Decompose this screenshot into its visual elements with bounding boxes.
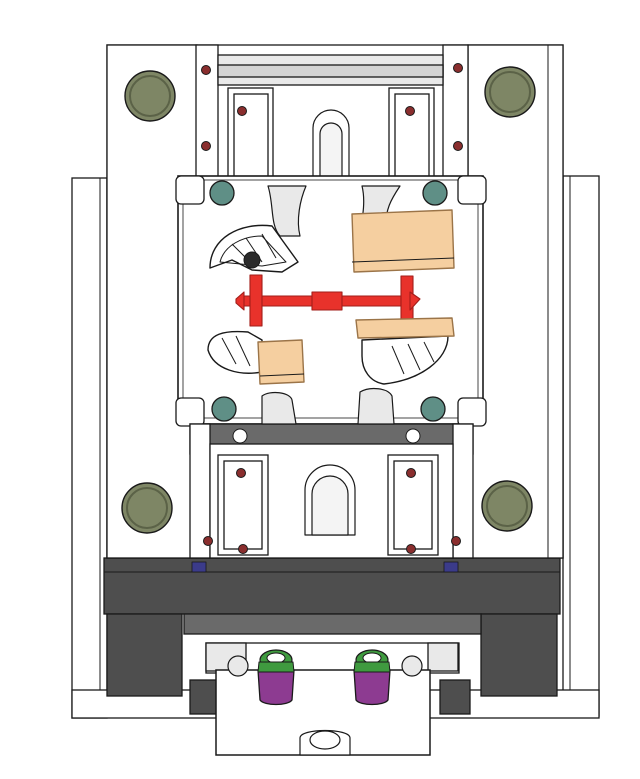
insert-corner-lug xyxy=(175,175,205,205)
part-rib xyxy=(221,337,237,365)
part-rib xyxy=(391,345,405,375)
socket-screw xyxy=(201,141,211,151)
lower-left-slider-block xyxy=(257,339,305,385)
center-support-rail xyxy=(183,613,482,635)
socket-screw xyxy=(453,63,463,73)
part-rib xyxy=(423,341,435,363)
lower-sprue-slot-inner xyxy=(311,475,349,536)
lower-left-core-pillar xyxy=(261,391,297,425)
guide-pillar-ring xyxy=(129,75,171,117)
insert-corner-lug xyxy=(457,397,487,427)
part-rib xyxy=(235,335,251,367)
guide-pillar xyxy=(484,66,536,118)
socket-screw xyxy=(237,106,247,116)
upper-slider-edge xyxy=(351,257,455,263)
socket-screw xyxy=(453,141,463,151)
cooling-nozzle-right-body xyxy=(353,669,391,706)
part-rib xyxy=(407,343,421,371)
insert-corner-lug xyxy=(457,175,487,205)
guide-pillar xyxy=(121,482,173,534)
socket-screw xyxy=(406,468,416,478)
cooling-nozzle-left-body xyxy=(257,669,295,706)
sprue-hub xyxy=(311,291,343,311)
insert-corner-lug xyxy=(175,397,205,427)
cavity-insert-inner-edge xyxy=(182,179,479,419)
upper-slider-block xyxy=(351,209,455,273)
socket-screw xyxy=(451,536,461,546)
socket-screw xyxy=(236,468,246,478)
ejector-housing-frame xyxy=(103,557,561,615)
band-hole-left xyxy=(232,428,248,444)
right-lock-strip xyxy=(443,561,459,573)
cooling-nozzle-left-collar xyxy=(257,661,295,673)
upper-left-part-hub xyxy=(243,251,261,269)
right-support-rail xyxy=(480,613,558,697)
socket-screw xyxy=(203,536,213,546)
manifold-right-step xyxy=(427,642,459,672)
socket-screw xyxy=(238,544,248,554)
guide-pillar xyxy=(124,70,176,122)
guide-bushing xyxy=(211,396,237,422)
top-cross-bar-slot xyxy=(217,64,444,78)
manifold-fitting-left xyxy=(227,655,249,677)
cooling-nozzle-right-collar xyxy=(353,661,391,673)
upper-right-pocket-inner xyxy=(394,93,430,181)
guide-bushing xyxy=(422,180,448,206)
upper-left-core-pillar xyxy=(267,185,307,237)
manifold-bottom-port-hole xyxy=(309,730,341,750)
guide-bushing xyxy=(420,396,446,422)
guide-pillar-ring xyxy=(486,485,528,527)
guide-pillar-ring xyxy=(489,71,531,113)
right-lower-block xyxy=(439,679,471,715)
right-runner-tip xyxy=(409,291,421,311)
band-hole-right xyxy=(405,428,421,444)
left-clamp-plate xyxy=(71,177,108,719)
socket-screw xyxy=(405,106,415,116)
part-rib xyxy=(261,233,277,259)
socket-screw xyxy=(201,65,211,75)
lower-left-slider-edge xyxy=(259,373,305,377)
left-lock-strip xyxy=(191,561,207,573)
upper-left-part-ribs xyxy=(219,235,287,267)
right-clamp-plate xyxy=(562,175,600,717)
guide-pillar xyxy=(481,480,533,532)
socket-screw xyxy=(406,544,416,554)
upper-left-pocket-inner xyxy=(233,93,269,181)
upper-left-part-shell xyxy=(209,224,299,273)
upper-sprue-slot-inner xyxy=(319,122,343,179)
runner-system xyxy=(235,274,421,331)
guide-bushing xyxy=(209,180,235,206)
right-plate-column xyxy=(467,44,564,559)
lower-right-slider-block xyxy=(355,317,455,339)
guide-pillar-ring xyxy=(126,487,168,529)
left-runner-tip xyxy=(235,291,245,311)
left-runner-branch xyxy=(249,274,263,327)
manifold-fitting-right xyxy=(401,655,423,677)
left-support-rail xyxy=(106,613,183,697)
lower-right-core-pillar xyxy=(357,387,395,425)
